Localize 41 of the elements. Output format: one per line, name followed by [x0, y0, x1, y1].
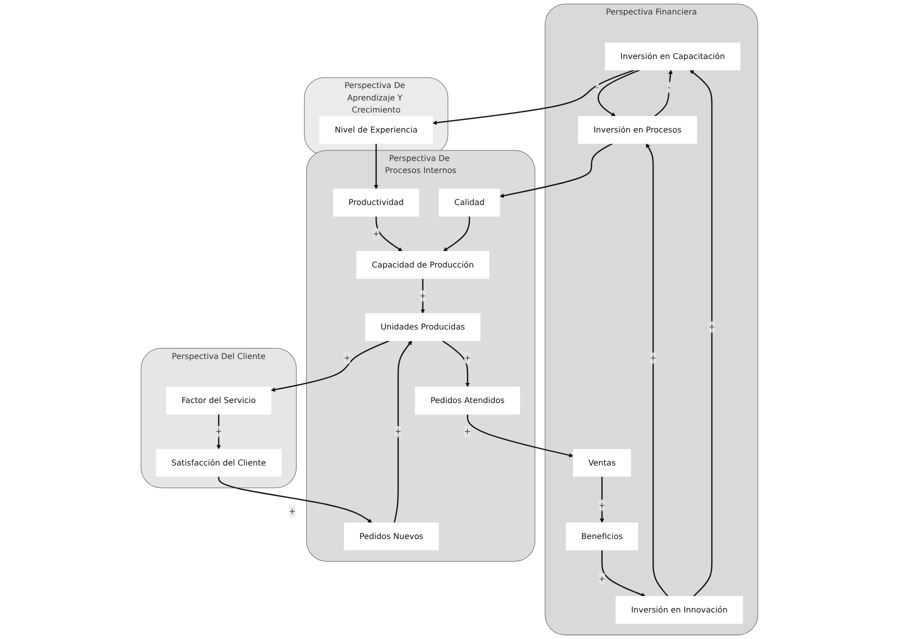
edge-label: + — [650, 353, 657, 363]
edge-label: + — [419, 290, 426, 301]
edge-label: + — [344, 353, 351, 363]
node-box: Inversión en Procesos — [578, 116, 697, 144]
node-box: Inversión en Innovación — [616, 596, 743, 624]
edge-label: + — [598, 500, 606, 510]
edge-label: + — [215, 426, 222, 436]
arrow — [646, 143, 668, 597]
edge-label: + — [598, 574, 606, 584]
node-box: Productividad — [333, 188, 420, 217]
arrow — [601, 550, 646, 597]
node-box: Pedidos Atendidos — [415, 386, 520, 415]
arrow — [690, 70, 713, 597]
node-box: Ventas — [572, 448, 632, 477]
node-box: Nivel de Experiencia — [319, 116, 434, 144]
edge-label: - — [596, 82, 599, 92]
node-box: Calidad — [438, 188, 500, 217]
edge-label: + — [394, 426, 402, 436]
edge-label: + — [464, 426, 471, 436]
arrow — [598, 69, 640, 116]
arrow — [466, 414, 574, 458]
node-box: Unidades Producidas — [365, 313, 480, 341]
arrow — [443, 216, 470, 252]
arrow — [654, 70, 673, 117]
arrow — [500, 143, 613, 198]
arrow — [270, 340, 390, 392]
arrow — [374, 144, 378, 190]
node-box: Beneficios — [566, 522, 638, 550]
edge-label: + — [372, 228, 380, 238]
edge-label: + — [708, 322, 716, 332]
node-box: Capacidad de Producción — [356, 251, 490, 279]
node-box: Pedidos Nuevos — [344, 522, 439, 550]
node-box: Factor del Servicio — [166, 386, 272, 415]
edge-label: + — [464, 353, 471, 363]
node-box: Inversión en Capacitación — [604, 42, 740, 70]
edge-label: - — [667, 82, 670, 92]
arrow — [218, 476, 372, 523]
edge-label: + — [288, 506, 296, 516]
arrow — [376, 216, 403, 252]
node-box: Satisfacción del Cliente — [156, 448, 282, 477]
arrow — [432, 69, 635, 125]
